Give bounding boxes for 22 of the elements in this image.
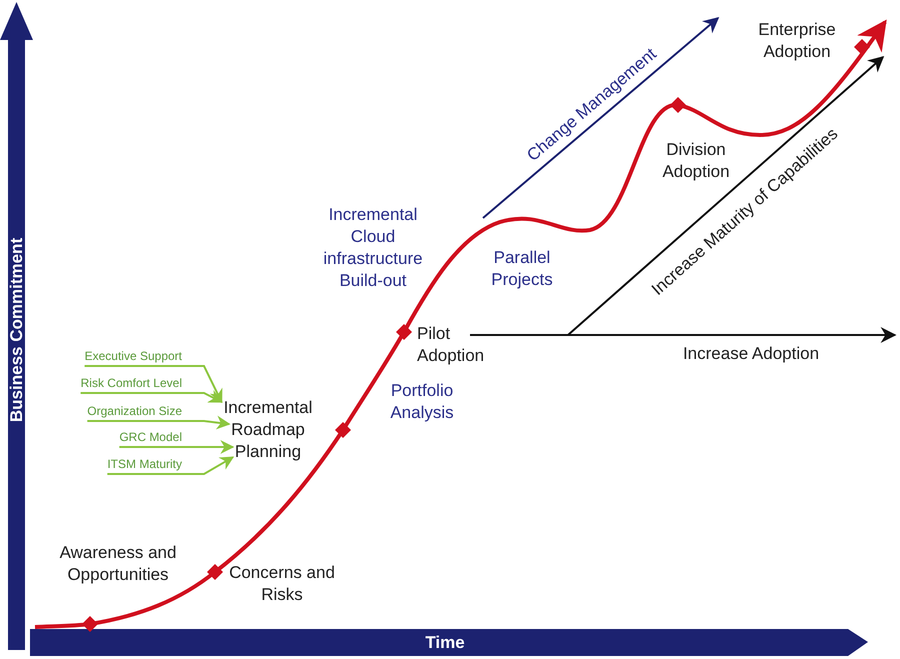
- arrow: [107, 456, 234, 475]
- milestone-label: Division Adoption: [661, 138, 731, 183]
- arrow: [119, 440, 234, 454]
- arrow: [80, 390, 223, 403]
- phase-label: Portfolio Analysis: [389, 380, 455, 424]
- factor-label: Risk Comfort Level: [52, 377, 182, 390]
- axis-title: Business Commitment: [6, 238, 27, 422]
- arrow: [84, 365, 222, 404]
- arrow: [87, 416, 231, 430]
- milestone-label: Awareness and Opportunities: [58, 542, 178, 586]
- factor-label: GRC Model: [52, 431, 182, 444]
- arrow-label: Increase Adoption: [682, 342, 820, 365]
- factor-label: ITSM Maturity: [52, 458, 182, 472]
- factor-label: Executive Support: [52, 350, 182, 364]
- milestone-label: Pilot Adoption: [417, 322, 486, 367]
- axis-title: Time: [425, 632, 465, 654]
- phase-label: Parallel Projects: [490, 246, 554, 291]
- milestone-label: Enterprise Adoption: [757, 18, 837, 63]
- factor-label: Organization Size: [52, 405, 182, 418]
- phase-label: Incremental Roadmap Planning: [212, 397, 324, 464]
- milestone-label: Concerns and Risks: [228, 562, 336, 606]
- phase-label: Incremental Cloud infrastructure Build-out: [322, 204, 424, 292]
